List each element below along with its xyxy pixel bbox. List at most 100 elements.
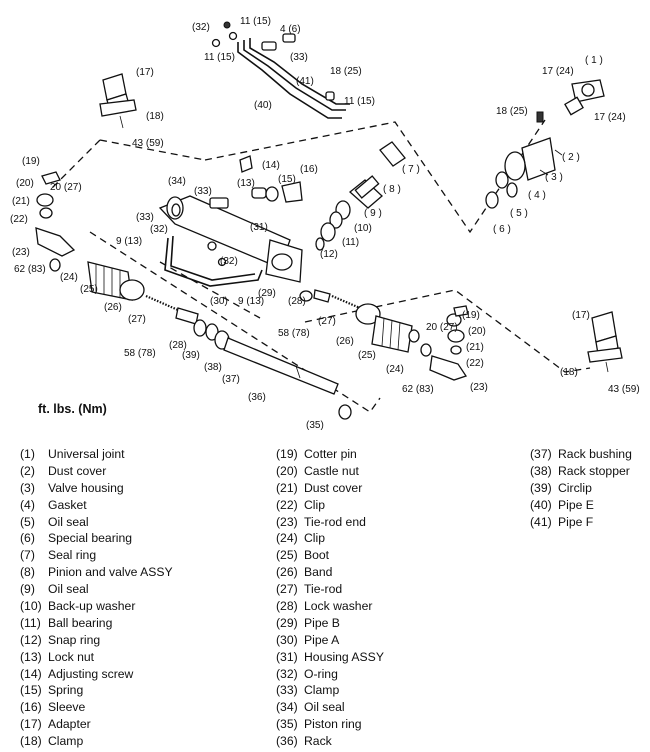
legend-item-name: Snap ring bbox=[48, 632, 101, 647]
callout-28-left: (28) bbox=[169, 340, 187, 351]
legend-item-number: (17) bbox=[20, 717, 42, 732]
callout-6: ( 6 ) bbox=[493, 224, 511, 235]
callout-20-right: (20) bbox=[468, 326, 486, 337]
callout-11: (11) bbox=[342, 237, 359, 248]
legend-item: (25)Boot bbox=[276, 547, 384, 564]
legend-item-name: Dust cover bbox=[48, 463, 107, 478]
rack-parts bbox=[205, 323, 352, 420]
callout-25-left: (25) bbox=[80, 284, 98, 295]
legend-item-number: (37) bbox=[530, 447, 552, 461]
adapter-clamp-right bbox=[587, 311, 623, 373]
callout-27-right: (27) bbox=[318, 316, 336, 327]
legend-item: (22) Clip bbox=[276, 497, 384, 514]
legend-item: (7)Seal ring bbox=[20, 547, 173, 564]
legend-item-name: Band bbox=[304, 565, 333, 580]
legend-item: (21)Dust cover bbox=[276, 480, 384, 497]
legend-item-number: (22) bbox=[276, 497, 298, 512]
torque-62-83-right: 62 (83) bbox=[402, 384, 434, 395]
legend-item: (14)Adjusting screw bbox=[20, 666, 173, 683]
callout-14: (14) bbox=[262, 160, 280, 171]
legend-item: (37) Rack bushing bbox=[530, 446, 632, 463]
callout-38: (38) bbox=[204, 362, 222, 373]
legend-item: (30)Pipe A bbox=[276, 632, 384, 649]
callout-3: ( 3 ) bbox=[545, 172, 563, 183]
legend-item-name: Pipe E bbox=[558, 497, 594, 512]
legend-item: (12)Snap ring bbox=[20, 632, 173, 649]
callout-39: (39) bbox=[182, 350, 200, 361]
legend-item-number: (11) bbox=[20, 615, 41, 630]
legend-item-number: (35) bbox=[276, 717, 298, 732]
legend-item-name: Tie-rod end bbox=[304, 514, 366, 529]
callout-32-top: (32) bbox=[192, 22, 210, 33]
legend-item-name: Pipe A bbox=[304, 632, 340, 647]
legend-item-name: Oil seal bbox=[48, 582, 89, 597]
legend-item-name: Piston ring bbox=[304, 717, 362, 732]
legend-column-1: (1)Universal joint(2)Dust cover(3)Valve … bbox=[20, 446, 173, 750]
legend-item-name: Clip bbox=[304, 497, 325, 512]
legend-item: (27)Tie-rod bbox=[276, 581, 384, 598]
legend-item: (38)Rack stopper bbox=[530, 463, 632, 480]
legend-item-number: (16) bbox=[20, 700, 42, 715]
callout-18-left: (18) bbox=[146, 111, 164, 122]
legend-item: (2) Dust cover bbox=[20, 463, 173, 480]
torque-labels: 17 (24) 17 (24) 18 (25) 18 (25) 4 (6) 11… bbox=[14, 16, 640, 395]
steering-gear-exploded-diagram: ( 1 ) ( 2 ) ( 3 ) ( 4 ) ( 5 ) ( 6 ) ( 7 … bbox=[10, 16, 640, 430]
legend-item-number: (8) bbox=[20, 565, 35, 580]
legend-item-name: Gasket bbox=[48, 497, 87, 512]
torque-18-25-top: 18 (25) bbox=[330, 66, 362, 77]
torque-4-6: 4 (6) bbox=[280, 24, 301, 35]
legend-item-number: (4) bbox=[20, 497, 35, 512]
callout-17-left: (17) bbox=[136, 67, 154, 78]
callout-33-left: (33) bbox=[136, 212, 154, 223]
pipes-e-f bbox=[211, 21, 350, 119]
torque-43-59-right: 43 (59) bbox=[608, 384, 640, 395]
legend-item-number: (25) bbox=[276, 548, 298, 563]
legend-item-name: Adjusting screw bbox=[48, 666, 134, 681]
legend-item: (23)Tie-rod end bbox=[276, 514, 384, 531]
legend-item-number: (31) bbox=[276, 649, 298, 664]
legend-item: (28)Lock washer bbox=[276, 598, 384, 615]
legend-item: (17)Adapter bbox=[20, 716, 173, 733]
legend-item-name: Rack bushing bbox=[558, 447, 632, 461]
legend-item: (39)Circlip bbox=[530, 480, 632, 497]
legend-item-number: (2) bbox=[20, 463, 35, 478]
legend-item-number: (27) bbox=[276, 582, 298, 597]
legend-item-name: Clip bbox=[304, 531, 325, 546]
callout-32-low: (32) bbox=[220, 256, 238, 267]
callout-26-left: (26) bbox=[104, 302, 122, 313]
callout-19-left: (19) bbox=[22, 156, 40, 167]
torque-unit-note: ft. lbs. (Nm) bbox=[38, 402, 107, 416]
legend-item-number: (26) bbox=[276, 565, 298, 580]
callout-1: ( 1 ) bbox=[585, 55, 603, 66]
legend-item: (33)Clamp bbox=[276, 682, 384, 699]
torque-62-83-left: 62 (83) bbox=[14, 264, 46, 275]
legend-item: (26) Band bbox=[276, 564, 384, 581]
callout-33-mid: (33) bbox=[194, 186, 212, 197]
callout-32-mid: (32) bbox=[150, 224, 168, 235]
callout-16: (16) bbox=[300, 164, 318, 175]
legend-item-name: Ball bearing bbox=[48, 615, 113, 630]
legend-item: (15)Spring bbox=[20, 682, 173, 699]
callout-40: (40) bbox=[254, 100, 272, 111]
callout-34: (34) bbox=[168, 176, 186, 187]
callout-12: (12) bbox=[320, 249, 338, 260]
callout-21-left: (21) bbox=[12, 196, 30, 207]
legend-column-3: (37) Rack bushing (38)Rack stopper(39)Circ… bbox=[530, 446, 632, 530]
callout-2: ( 2 ) bbox=[562, 152, 580, 163]
callout-29: (29) bbox=[258, 288, 276, 299]
legend-item-number: (40) bbox=[530, 497, 552, 512]
right-tie-rod-parts bbox=[299, 289, 469, 381]
callout-18-right: (18) bbox=[560, 367, 578, 378]
left-tie-rod-parts bbox=[35, 171, 207, 337]
legend-item-number: (9) bbox=[20, 582, 35, 597]
legend-item-number: (10) bbox=[20, 599, 42, 614]
legend-item-name: Rack bbox=[304, 734, 332, 749]
legend-item-name: Clamp bbox=[48, 734, 84, 749]
legend-item-number: (6) bbox=[20, 531, 35, 546]
torque-17-24-right: 17 (24) bbox=[594, 112, 626, 123]
legend-column-2: (19)Cotter pin(20)Castle nut(21)Dust cov… bbox=[276, 446, 384, 750]
torque-18-25-right: 18 (25) bbox=[496, 106, 528, 117]
legend-item-number: (13) bbox=[20, 649, 42, 664]
legend-item-name: Housing ASSY bbox=[304, 649, 384, 664]
callout-13: (13) bbox=[237, 178, 255, 189]
